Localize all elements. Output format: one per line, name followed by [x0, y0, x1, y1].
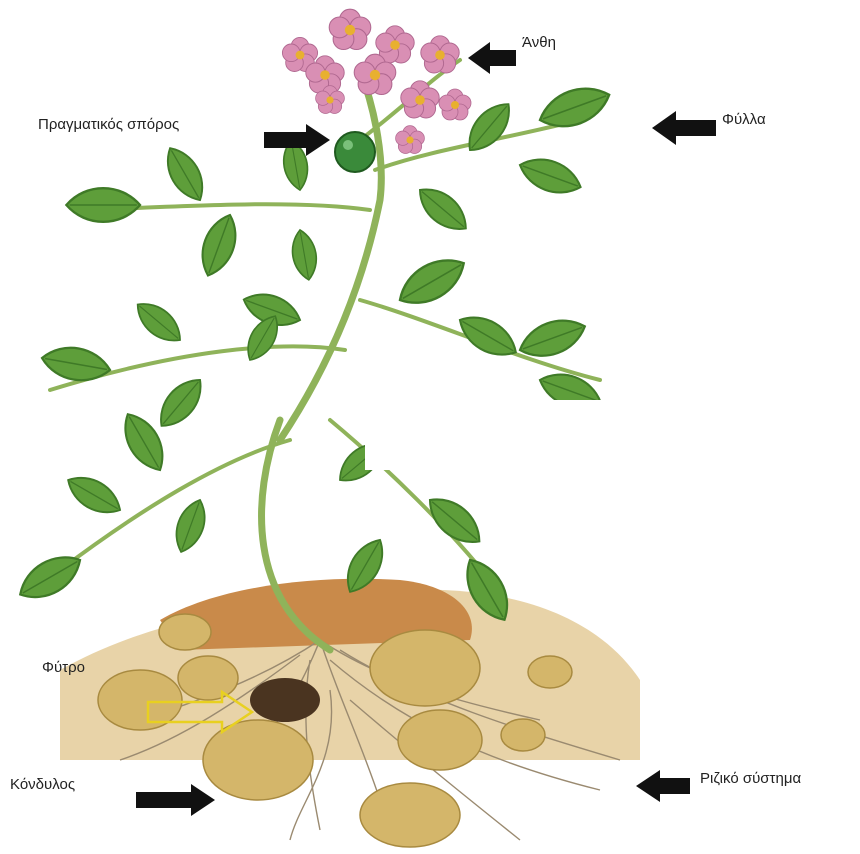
label-tuber: Κόνδυλος: [10, 776, 75, 793]
label-flowers: Άνθη: [522, 34, 556, 51]
arrow-tuber: [136, 784, 215, 816]
seed-berry: [335, 132, 375, 172]
label-true-seed: Πραγματικός σπόρος: [38, 116, 179, 133]
arrow-flowers: [468, 42, 516, 74]
leaves: [12, 79, 615, 628]
seed-berry-highlight: [343, 140, 353, 150]
label-root-system: Ριζικό σύστημα: [700, 770, 801, 787]
mask-patch-2: [550, 400, 640, 480]
label-sprout: Φύτρο: [42, 659, 85, 676]
sprout-cavity: [250, 678, 320, 722]
label-leaves: Φύλλα: [722, 111, 766, 128]
arrow-roots: [636, 770, 690, 802]
arrow-leaves: [652, 111, 716, 145]
